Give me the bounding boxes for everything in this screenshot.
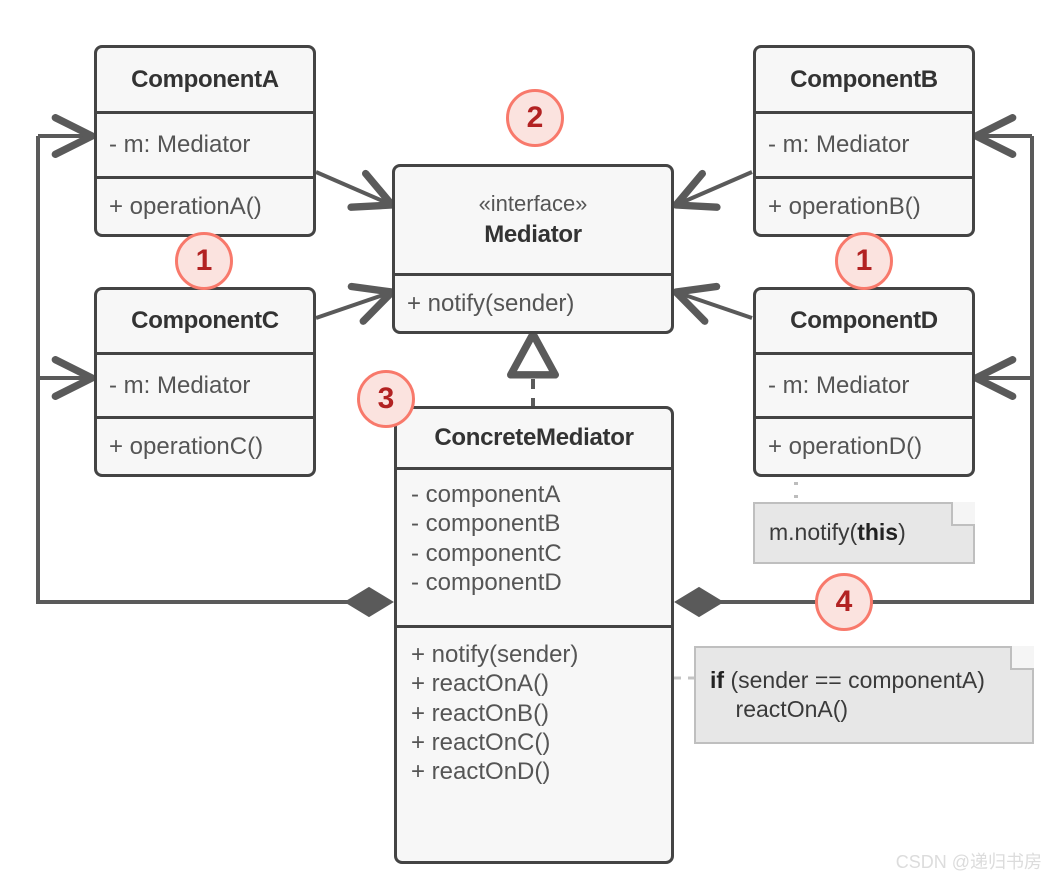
class-fields-componentA: - m: Mediator — [97, 111, 313, 176]
class-name-componentD: ComponentD — [790, 307, 938, 334]
class-fields-componentB: - m: Mediator — [756, 111, 972, 176]
class-header-concretemediator: ConcreteMediator — [397, 409, 671, 467]
method-concretemediator-reactOnD: + reactOnD() — [411, 758, 551, 786]
class-name-componentC: ComponentC — [131, 307, 279, 334]
note-notify-prefix: m.notify( — [769, 519, 858, 546]
step-badge-4-label: 4 — [835, 585, 853, 618]
edge-componentC-to-mediator — [315, 282, 396, 325]
edge-componentD-to-mediator — [672, 282, 753, 325]
note-fold-corner-icon-2 — [1010, 646, 1034, 670]
note-if-keyword: if — [710, 666, 725, 693]
edge-componentB-to-mediator — [672, 169, 753, 211]
edge-componentA-to-mediator — [315, 169, 396, 211]
field-concretemediator-componentB: - componentB — [411, 510, 561, 538]
class-methods-componentC: + operationC() — [97, 416, 313, 474]
field-concretemediator-componentC: - componentC — [411, 539, 562, 567]
note-react-branch-line2: reactOnA() — [710, 696, 849, 722]
class-header-componentC: ComponentC — [97, 290, 313, 352]
method-operationB: + operationB() — [768, 192, 921, 220]
class-stereotype-mediator: «interface» — [478, 191, 588, 217]
step-badge-1-right: 1 — [835, 232, 893, 290]
class-methods-componentA: + operationA() — [97, 176, 313, 234]
class-methods-mediator: + notify(sender) — [395, 273, 671, 331]
class-box-concretemediator[interactable]: ConcreteMediator - componentA - componen… — [394, 406, 674, 864]
note-if-condition: (sender == componentA) — [724, 666, 985, 693]
step-badge-4-aggregation: 4 — [815, 573, 873, 631]
note-notify-keyword: this — [857, 519, 899, 546]
method-operationD: + operationD() — [768, 432, 923, 460]
step-badge-1-left-label: 1 — [195, 244, 213, 277]
step-badge-2-mediator: 2 — [506, 89, 564, 147]
step-badge-1-right-label: 1 — [855, 244, 873, 277]
method-operationC: + operationC() — [109, 432, 264, 460]
class-methods-componentB: + operationB() — [756, 176, 972, 234]
class-box-componentA[interactable]: ComponentA - m: Mediator + operationA() — [94, 45, 316, 237]
class-fields-componentD: - m: Mediator — [756, 352, 972, 416]
field-componentB-mediator: - m: Mediator — [768, 131, 910, 159]
class-methods-componentD: + operationD() — [756, 416, 972, 474]
field-concretemediator-componentA: - componentA — [411, 481, 561, 508]
class-name-componentB: ComponentB — [790, 65, 938, 93]
field-componentC-mediator: - m: Mediator — [109, 371, 251, 399]
class-header-componentB: ComponentB — [756, 48, 972, 111]
step-badge-3-label: 3 — [377, 382, 395, 415]
class-name-mediator: Mediator — [484, 220, 582, 248]
method-mediator-notify: + notify(sender) — [407, 289, 575, 317]
step-badge-1-left: 1 — [175, 232, 233, 290]
note-fold-corner-icon — [951, 502, 975, 526]
class-box-componentC[interactable]: ComponentC - m: Mediator + operationC() — [94, 287, 316, 477]
method-concretemediator-notify: + notify(sender) — [411, 641, 579, 668]
edge-left-composition-trunk — [36, 136, 352, 604]
step-badge-3-concretemediator: 3 — [357, 370, 415, 428]
method-operationA: + operationA() — [109, 192, 262, 220]
class-box-componentD[interactable]: ComponentD - m: Mediator + operationD() — [753, 287, 975, 477]
field-concretemediator-componentD: - componentD — [411, 568, 562, 596]
class-name-componentA: ComponentA — [131, 65, 279, 93]
composition-diamond-left — [344, 586, 394, 618]
class-box-mediator[interactable]: «interface» Mediator + notify(sender) — [392, 164, 674, 334]
note-notify-this: m.notify(this) — [753, 502, 975, 564]
note-react-branch: if (sender == componentA) reactOnA() — [694, 646, 1034, 744]
note-react-branch-line1: if (sender == componentA) — [710, 666, 1018, 695]
class-methods-concretemediator: + notify(sender) + reactOnA() + reactOnB… — [397, 625, 671, 861]
composition-diamond-right — [674, 586, 724, 618]
method-concretemediator-reactOnC: + reactOnC() — [411, 728, 551, 756]
note-notify-this-text: m.notify(this) — [769, 518, 906, 547]
field-componentA-mediator: - m: Mediator — [109, 131, 251, 159]
field-componentD-mediator: - m: Mediator — [768, 371, 910, 399]
note-notify-suffix: ) — [898, 519, 906, 546]
method-concretemediator-reactOnA: + reactOnA() — [411, 670, 550, 698]
class-header-mediator: «interface» Mediator — [395, 167, 671, 273]
class-fields-componentC: - m: Mediator — [97, 352, 313, 416]
method-concretemediator-reactOnB: + reactOnB() — [411, 699, 550, 727]
class-name-concretemediator: ConcreteMediator — [434, 424, 634, 451]
class-header-componentA: ComponentA — [97, 48, 313, 111]
class-header-componentD: ComponentD — [756, 290, 972, 352]
step-badge-2-label: 2 — [526, 101, 544, 134]
class-fields-concretemediator: - componentA - componentB - componentC -… — [397, 467, 671, 625]
class-box-componentB[interactable]: ComponentB - m: Mediator + operationB() — [753, 45, 975, 237]
watermark-text: CSDN @递归书房 — [895, 852, 1042, 872]
